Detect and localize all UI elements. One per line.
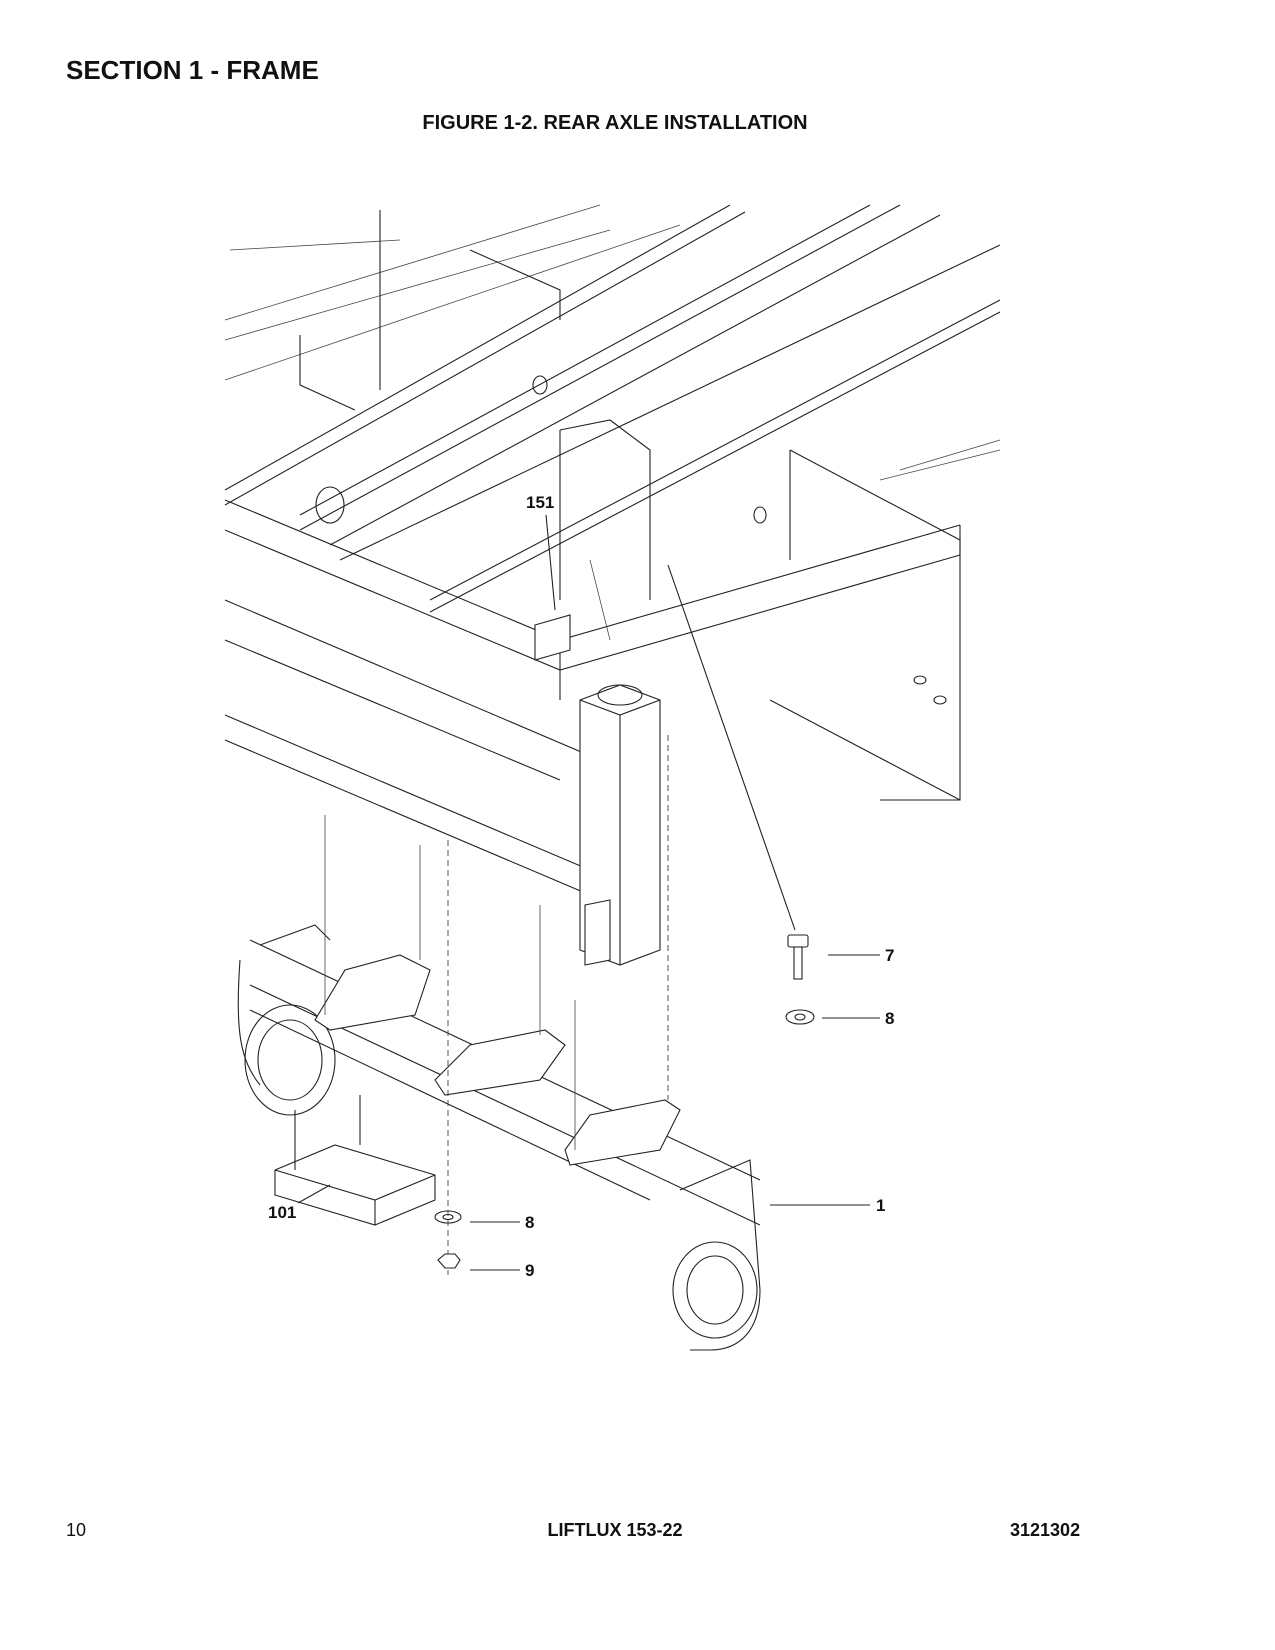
callout-8-washer-lower: 8: [525, 1213, 534, 1232]
callout-leaders: [297, 514, 880, 1271]
frame-chassis: [224, 204, 1001, 896]
callout-labels: 151 7 8 8 9 1 101: [268, 493, 894, 1280]
callout-151: 151: [526, 493, 554, 512]
callout-1: 1: [876, 1196, 885, 1215]
callout-9: 9: [525, 1261, 534, 1280]
callout-7: 7: [885, 946, 894, 965]
section-title: SECTION 1 - FRAME: [66, 55, 319, 85]
model-name: LIFTLUX 153-22: [547, 1520, 683, 1540]
explode-lines: [324, 735, 669, 1275]
page-number: 10: [66, 1520, 87, 1540]
callout-8-washer-right: 8: [885, 1009, 894, 1028]
hardware-parts: [434, 934, 815, 1269]
document-number: 3121302: [1010, 1520, 1081, 1540]
figure-title: FIGURE 1-2. REAR AXLE INSTALLATION: [422, 112, 808, 134]
callout-101: 101: [268, 1203, 296, 1222]
rear-axle-assembly: [237, 684, 761, 1351]
